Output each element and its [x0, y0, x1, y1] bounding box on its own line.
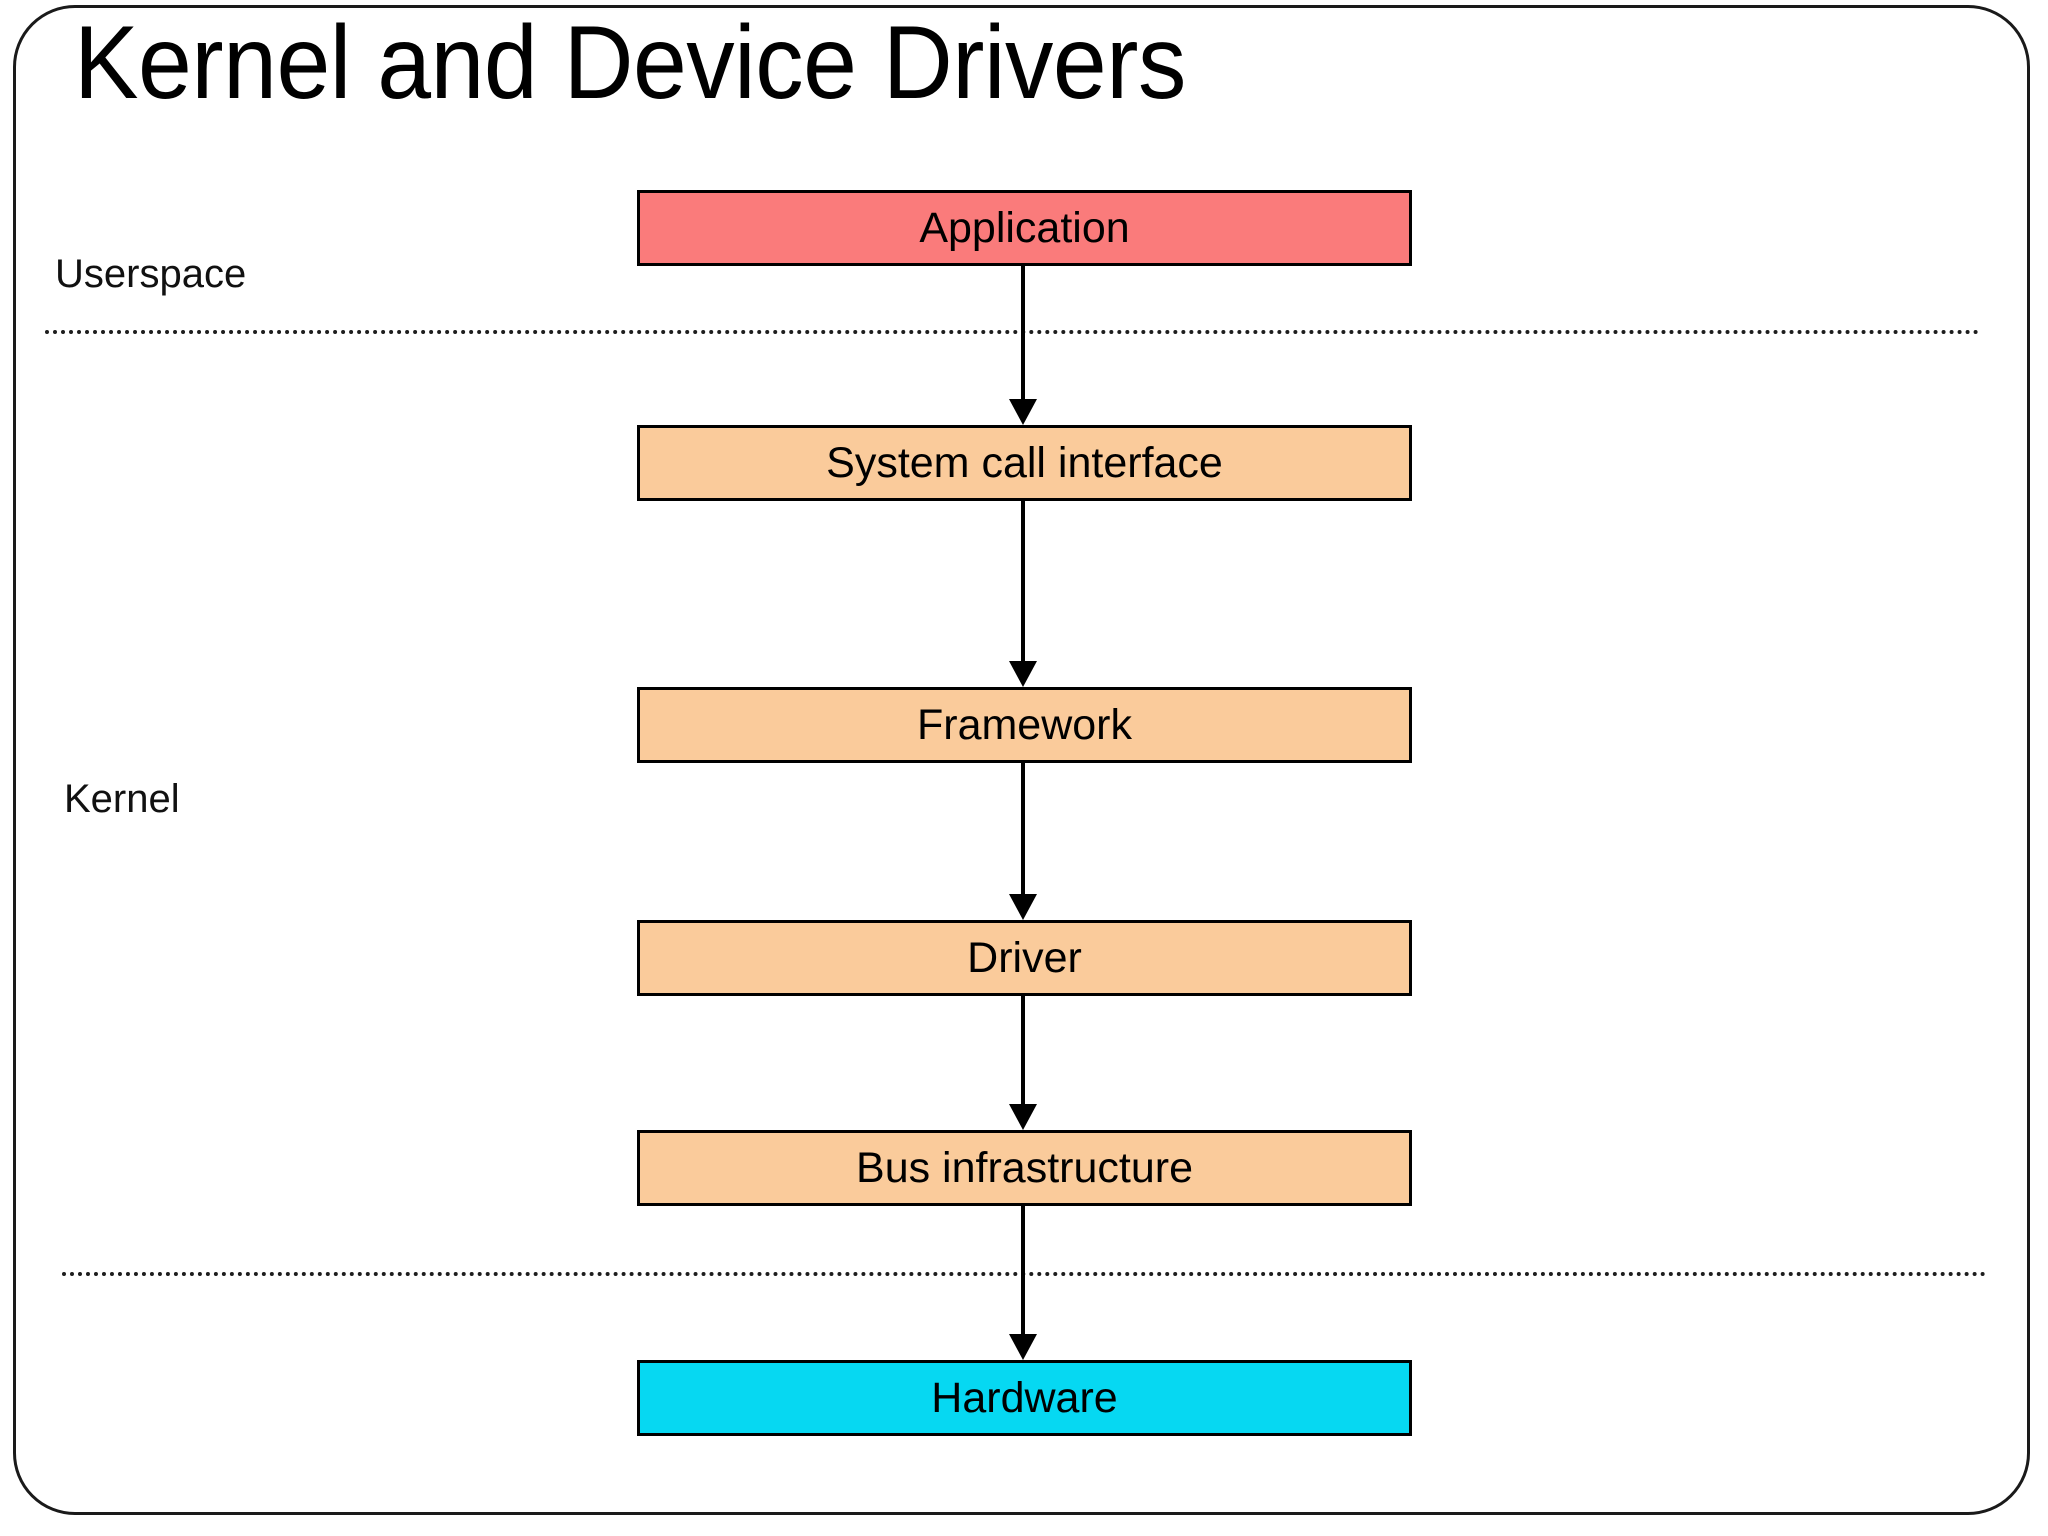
flow-box-driver[interactable]: Driver [637, 920, 1412, 996]
arrow-framework-to-driver [1009, 763, 1037, 920]
arrow-head-down-icon [1009, 1334, 1037, 1360]
flow-box-label: System call interface [826, 438, 1223, 487]
arrow-shaft [1021, 266, 1025, 399]
arrow-shaft [1021, 763, 1025, 894]
flow-box-label: Application [919, 203, 1130, 252]
zone-label-kernel: Kernel [64, 777, 180, 821]
page-title: Kernel and Device Drivers [74, 5, 1186, 121]
arrow-driver-to-bus-infrastructure [1009, 996, 1037, 1130]
flow-box-label: Bus infrastructure [856, 1143, 1193, 1192]
arrow-head-down-icon [1009, 1104, 1037, 1130]
flow-box-label: Framework [916, 700, 1133, 749]
arrow-bus-infrastructure-to-hardware [1009, 1206, 1037, 1360]
arrow-shaft [1021, 996, 1025, 1104]
zone-label-userspace: Userspace [55, 252, 247, 296]
flow-box-label: Hardware [931, 1373, 1118, 1422]
arrow-shaft [1021, 1206, 1025, 1334]
arrow-head-down-icon [1009, 399, 1037, 425]
arrow-shaft [1021, 501, 1025, 661]
flow-box-label: Driver [967, 933, 1082, 982]
flow-box-application[interactable]: Application [637, 190, 1412, 266]
flow-box-framework[interactable]: Framework [637, 687, 1412, 763]
flow-box-hardware[interactable]: Hardware [637, 1360, 1412, 1436]
arrow-head-down-icon [1009, 894, 1037, 920]
arrow-head-down-icon [1009, 661, 1037, 687]
flow-box-bus-infrastructure[interactable]: Bus infrastructure [637, 1130, 1412, 1206]
arrow-syscall-interface-to-framework [1009, 501, 1037, 687]
arrow-application-to-syscall-interface [1009, 266, 1037, 425]
flow-box-syscall-interface[interactable]: System call interface [637, 425, 1412, 501]
separator-userspace-kernel [45, 330, 1980, 334]
